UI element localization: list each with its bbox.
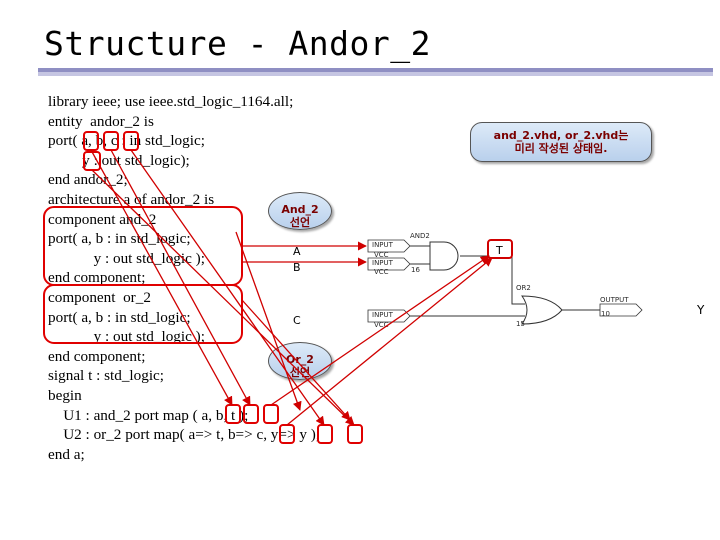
and-gate-inst: 16 <box>411 266 420 274</box>
code-line: U1 : and_2 port map ( a, b, t ); <box>48 406 249 424</box>
or-gate: OR2 15 <box>516 284 563 328</box>
input-a-vcc: VCC <box>374 251 389 259</box>
code-line: port( a, b, c : in std_logic; <box>48 132 205 150</box>
highlight-u2-t <box>279 424 295 444</box>
pin-b-label: B <box>293 261 301 274</box>
input-c-vcc: VCC <box>374 321 389 329</box>
code-line: port( a, b : in std_logic; <box>48 230 191 248</box>
title-underline-dark <box>38 68 713 72</box>
highlight-u2-y <box>347 424 363 444</box>
code-line: port( a, b : in std_logic; <box>48 308 191 326</box>
highlight-b <box>103 131 119 151</box>
highlight-or-component <box>43 284 243 344</box>
and-gate: AND2 16 <box>410 232 459 274</box>
pin-y-label: Y <box>696 303 705 317</box>
highlight-and-component <box>43 206 243 286</box>
output-type: OUTPUT <box>600 296 629 304</box>
code-line: signal t : std_logic; <box>48 367 165 385</box>
highlight-u1-a <box>225 404 241 424</box>
code-line: U2 : or_2 port map( a=> t, b=> c, y=> y … <box>48 426 320 444</box>
pin-c-label: C <box>293 314 301 327</box>
input-port-c: INPUT VCC <box>367 309 411 329</box>
code-line: entity andor_2 is <box>48 112 154 130</box>
code-line: library ieee; use ieee.std_logic_1164.al… <box>48 93 294 110</box>
input-c-type: INPUT <box>372 311 394 319</box>
code-line: end a; <box>48 445 85 463</box>
or-gate-inst: 15 <box>516 320 525 328</box>
input-b-vcc: VCC <box>374 268 389 276</box>
code-line: end andor_2; <box>48 171 128 189</box>
input-b-type: INPUT <box>372 259 394 267</box>
output-inst: 10 <box>601 310 610 318</box>
code-line: y : out std_logic ); <box>48 328 205 346</box>
highlight-u1-t <box>263 404 279 424</box>
vhdl-code-block: library ieee; use ieee.std_logic_1164.al… <box>48 92 428 464</box>
and-gate-name: AND2 <box>410 232 430 240</box>
note-line-2: 미리 작성된 상태임. <box>514 142 608 155</box>
highlight-c <box>123 131 139 151</box>
note-line-1: and_2.vhd, or_2.vhd는 <box>493 129 629 142</box>
pin-a-label: A <box>293 245 301 258</box>
pin-t-label: T <box>495 244 503 257</box>
output-port: OUTPUT 10 <box>599 296 643 318</box>
code-line: end component; <box>48 269 146 287</box>
highlight-u2-c <box>317 424 333 444</box>
mapping-arrows <box>90 149 493 426</box>
input-a-type: INPUT <box>372 241 394 249</box>
code-line: end component; <box>48 347 146 365</box>
and-bubble-line-2: 선언 <box>289 216 311 229</box>
or-gate-name: OR2 <box>516 284 531 292</box>
code-line: component or_2 <box>48 288 151 306</box>
highlight-a <box>83 131 99 151</box>
input-port-a: INPUT VCC <box>367 239 411 259</box>
slide-title: Structure - Andor_2 <box>44 24 431 63</box>
and-declaration-bubble: And_2 선언 <box>268 192 332 230</box>
note-callout: and_2.vhd, or_2.vhd는 미리 작성된 상태임. <box>470 122 652 162</box>
title-underline-light <box>38 72 713 76</box>
and-bubble-line-1: And_2 <box>281 203 319 216</box>
input-port-b: INPUT VCC <box>367 257 411 276</box>
code-line: begin <box>48 386 82 404</box>
highlight-u1-b <box>243 404 259 424</box>
